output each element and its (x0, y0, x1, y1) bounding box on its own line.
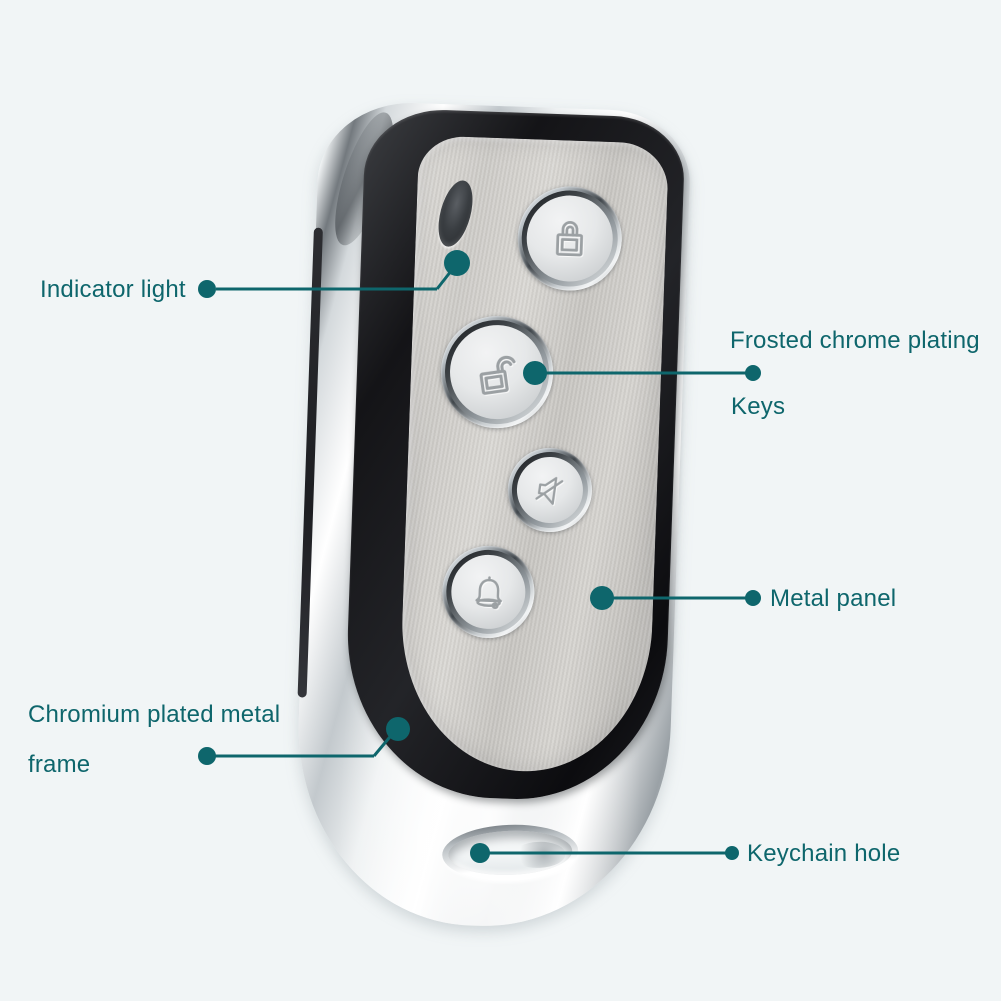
indicator-callout-dot-small (198, 280, 216, 298)
keys-label: Keys (731, 393, 786, 420)
mute-button (506, 446, 594, 534)
keychain-hole-label: Keychain hole (747, 840, 901, 867)
bell-icon (475, 576, 502, 610)
remote-control-device (291, 99, 693, 933)
bell-button (440, 544, 536, 640)
metal-panel-callout-dot-small (745, 590, 761, 606)
keys-callout-dot-small (745, 365, 761, 381)
chromium-frame-label: Chromium plated metal frame (28, 690, 280, 790)
indicator-light-label: Indicator light (40, 276, 186, 303)
frosted-chrome-plating-label: Frosted chrome plating (730, 327, 980, 354)
unlock-button (439, 314, 555, 431)
speaker-mute-icon (535, 476, 564, 505)
chromium-frame-label-line1: Chromium plated metal (28, 701, 281, 728)
chromium-frame-label-line2: frame (28, 751, 91, 778)
black-rubber-bezel (342, 107, 686, 805)
padlock-open-icon (479, 355, 516, 395)
keychain-callout-dot-small (725, 846, 739, 860)
padlock-closed-icon (555, 221, 584, 257)
lock-button (515, 184, 624, 293)
metal-panel-label: Metal panel (770, 585, 897, 612)
